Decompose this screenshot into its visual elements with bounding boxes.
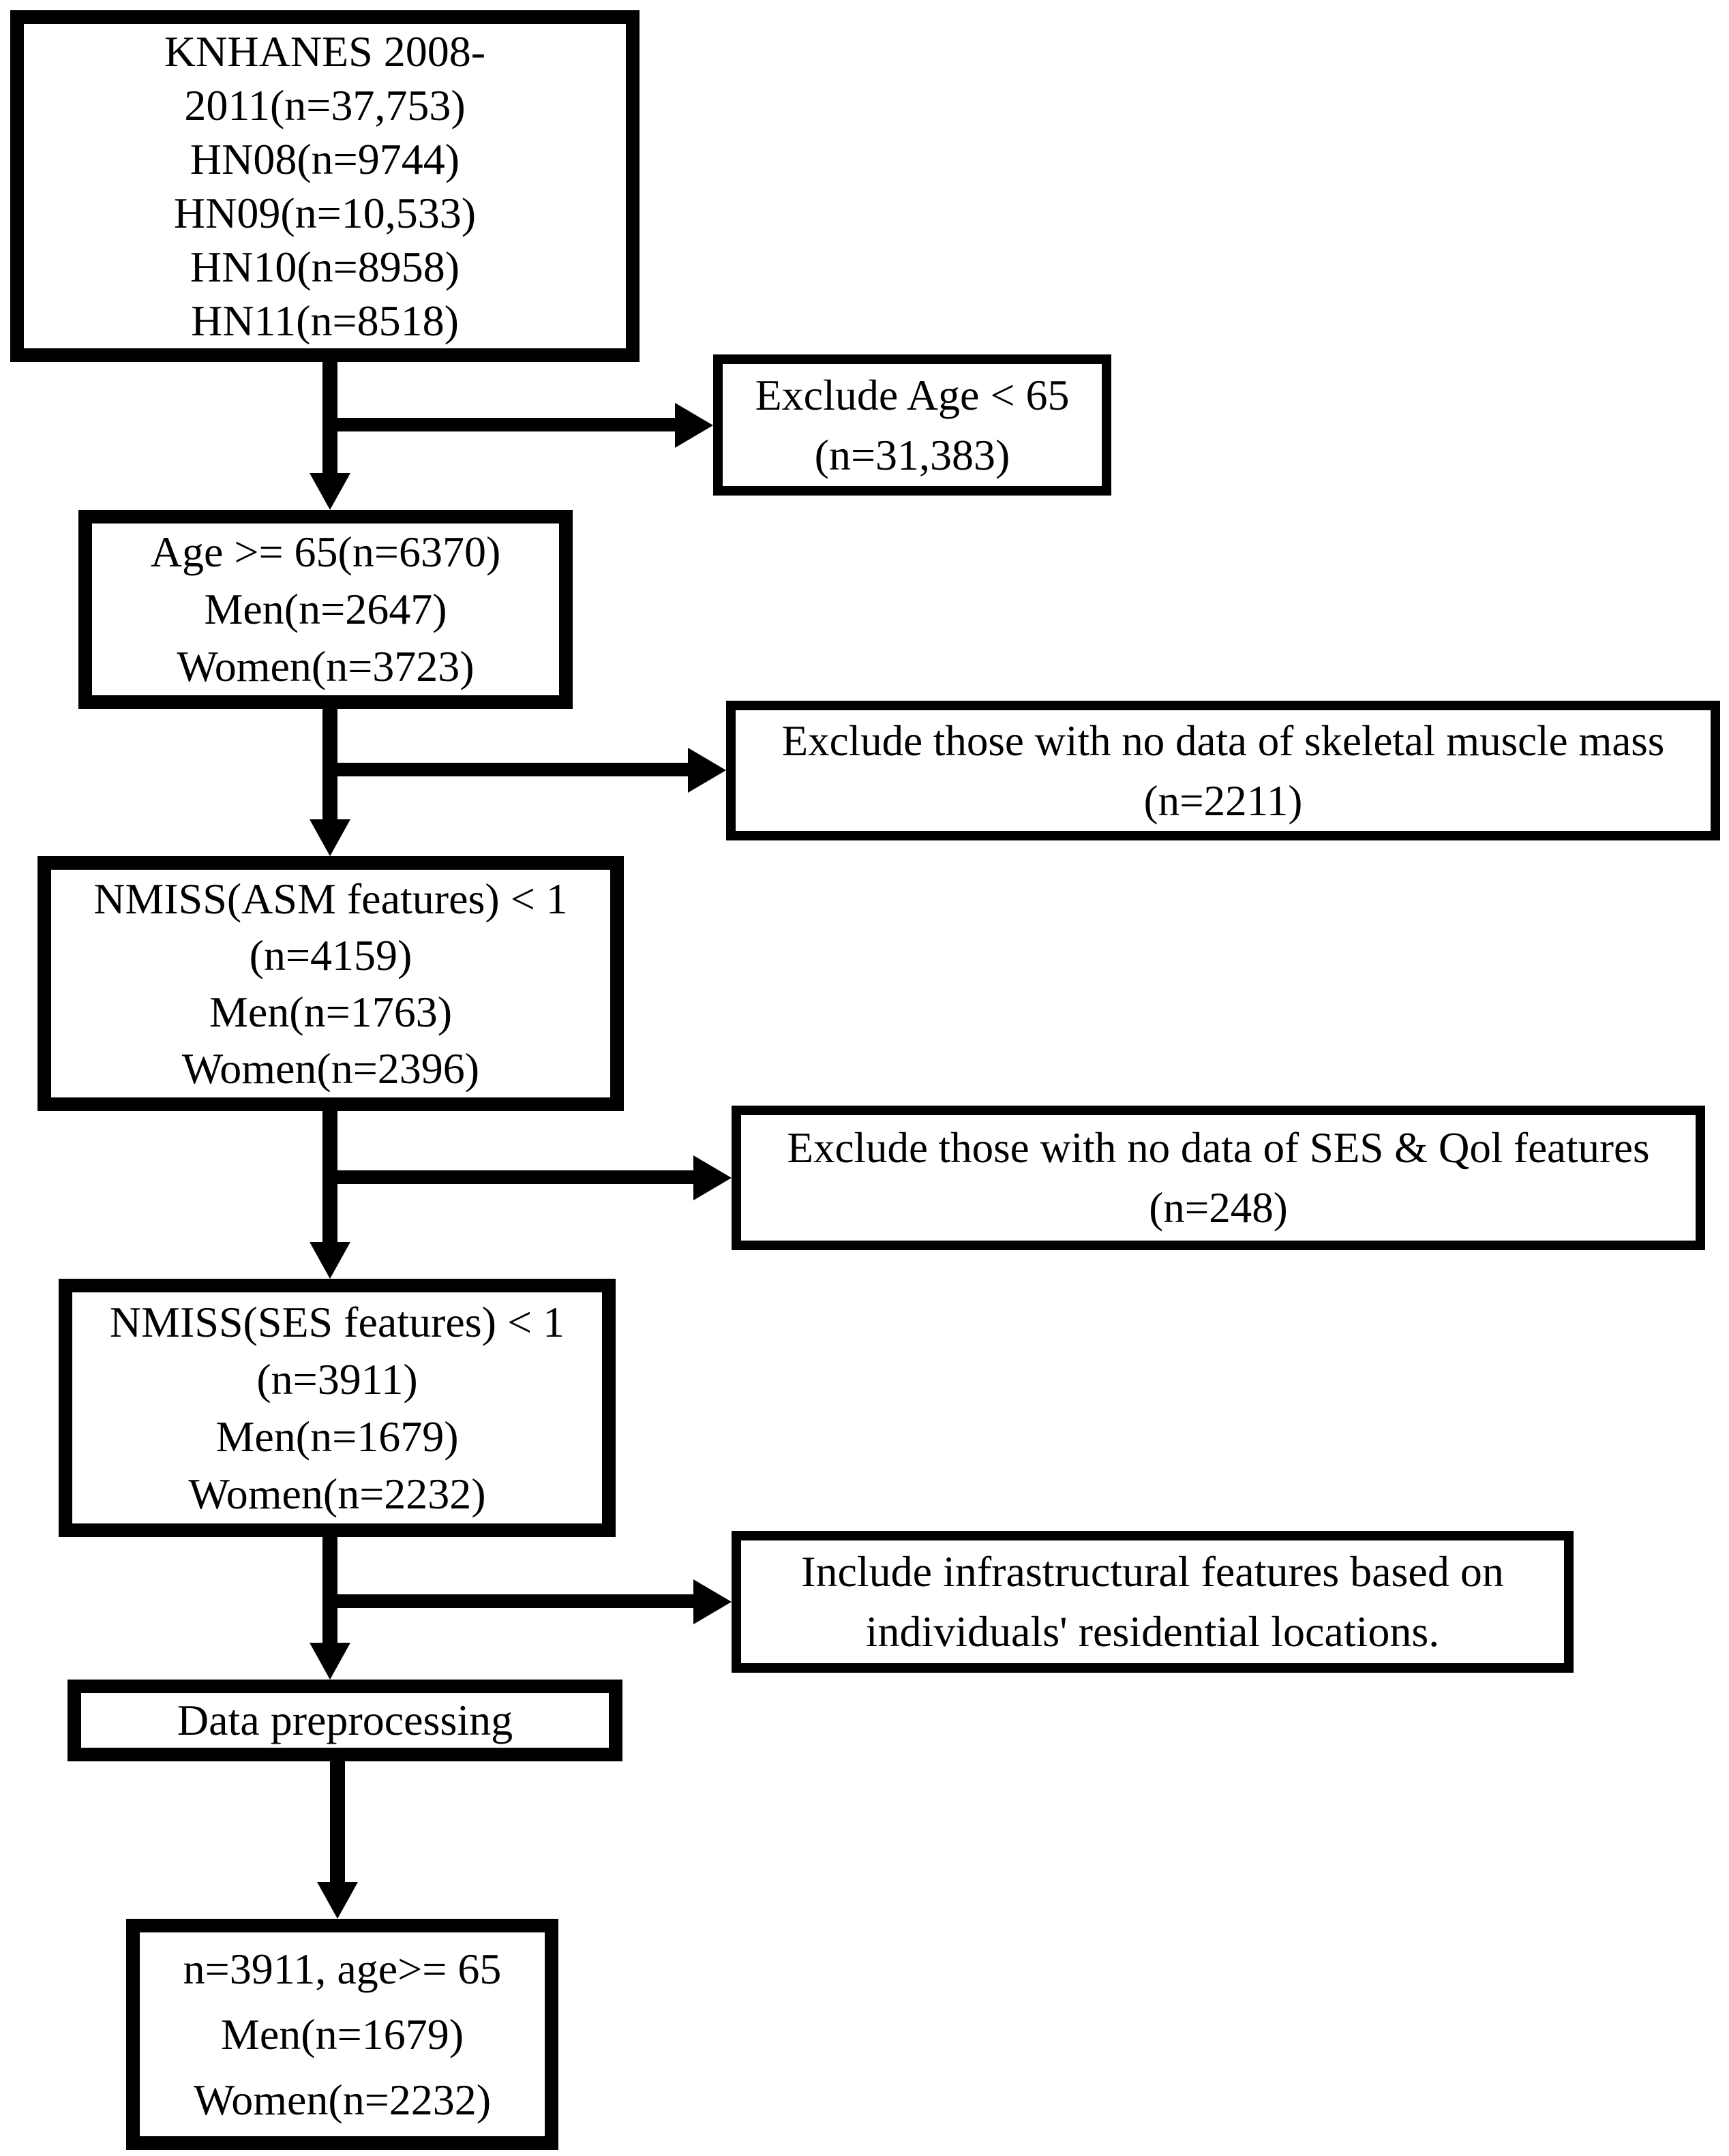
flow-box-nmiss-asm: NMISS(ASM features) < 1 (n=4159) Men(n=1…	[37, 856, 624, 1111]
connector-preprocessing-to-final	[330, 1761, 345, 1883]
arrowhead-right-to-exclude-age	[675, 403, 713, 448]
flow-box-age-65-text: Age >= 65(n=6370) Men(n=2647) Women(n=37…	[150, 528, 501, 690]
flow-box-final-sample-text: n=3911, age>= 65 Men(n=1679) Women(n=223…	[183, 1944, 502, 2124]
flow-box-final-sample: n=3911, age>= 65 Men(n=1679) Women(n=223…	[126, 1919, 558, 2150]
flow-box-nmiss-ses-text: NMISS(SES features) < 1 (n=3911) Men(n=1…	[109, 1297, 565, 1518]
arrowhead-right-to-exclude-muscle-mass	[688, 748, 726, 793]
flow-box-nmiss-ses: NMISS(SES features) < 1 (n=3911) Men(n=1…	[59, 1279, 616, 1537]
arrowhead-right-to-include-infrastructural	[693, 1579, 732, 1624]
branch-to-exclude-age	[322, 418, 676, 431]
flow-box-knhanes-text: KNHANES 2008- 2011(n=37,753) HN08(n=9744…	[164, 27, 486, 345]
flow-box-exclude-age-text: Exclude Age < 65 (n=31,383)	[755, 370, 1070, 479]
flow-box-knhanes: KNHANES 2008- 2011(n=37,753) HN08(n=9744…	[10, 10, 640, 362]
flow-box-data-preprocessing: Data preprocessing	[67, 1680, 622, 1761]
branch-to-exclude-ses-qol	[322, 1170, 694, 1184]
connector-nmiss-ses-to-preprocessing	[322, 1537, 337, 1644]
flow-box-exclude-ses-qol: Exclude those with no data of SES & Qol …	[732, 1106, 1705, 1250]
arrowhead-down-to-nmiss-asm	[310, 819, 350, 856]
branch-to-exclude-muscle-mass	[322, 763, 689, 776]
flow-box-exclude-muscle-mass: Exclude those with no data of skeletal m…	[726, 701, 1720, 840]
branch-to-include-infrastructural	[322, 1594, 694, 1608]
arrowhead-down-to-final	[317, 1882, 358, 1919]
flow-box-exclude-muscle-mass-text: Exclude those with no data of skeletal m…	[781, 716, 1665, 825]
flow-box-exclude-age: Exclude Age < 65 (n=31,383)	[713, 354, 1111, 496]
arrowhead-down-to-nmiss-ses	[310, 1242, 350, 1279]
arrowhead-down-to-preprocessing	[310, 1643, 350, 1680]
flow-box-data-preprocessing-text: Data preprocessing	[177, 1696, 513, 1744]
arrowhead-right-to-exclude-ses-qol	[693, 1155, 732, 1200]
arrowhead-down-to-age65	[310, 473, 350, 510]
flow-box-include-infrastructural-text: Include infrastructural features based o…	[801, 1547, 1504, 1656]
flow-box-nmiss-asm-text: NMISS(ASM features) < 1 (n=4159) Men(n=1…	[93, 875, 568, 1093]
flow-box-include-infrastructural: Include infrastructural features based o…	[732, 1531, 1574, 1673]
flow-box-exclude-ses-qol-text: Exclude those with no data of SES & Qol …	[787, 1124, 1650, 1232]
flow-box-age-65: Age >= 65(n=6370) Men(n=2647) Women(n=37…	[78, 510, 573, 709]
